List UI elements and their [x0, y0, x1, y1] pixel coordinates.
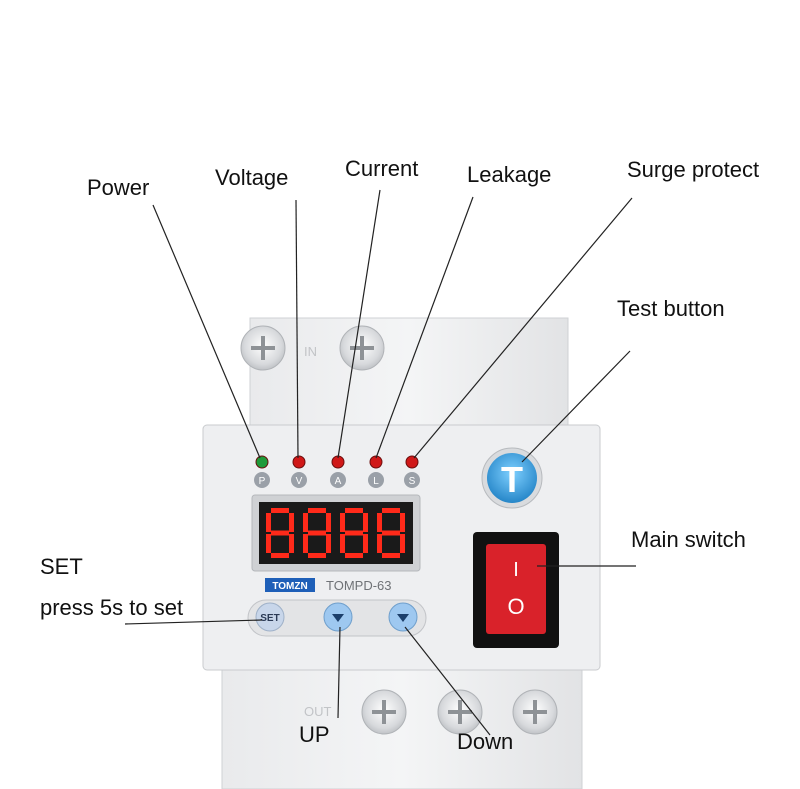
leader-down: [404, 626, 491, 736]
label-surge-protect: Surge protect: [627, 157, 760, 182]
indicator-badge-s: [404, 472, 420, 488]
indicator-letter-a: A: [335, 476, 342, 487]
digit-1-segment-6: [271, 530, 289, 536]
digit-2-segment-2: [326, 534, 331, 553]
down-key[interactable]: [388, 602, 418, 632]
digit-2-segment-3: [308, 553, 326, 558]
label-down: Down: [457, 729, 514, 754]
label-set: SET: [40, 554, 83, 579]
indicator-led-l: [369, 455, 383, 469]
switch-on-mark: I: [513, 559, 519, 581]
label-test-button: Test button: [617, 296, 725, 321]
digit-1-segment-2: [289, 534, 294, 553]
leader-up: [337, 626, 341, 719]
digit-2-segment-1: [326, 513, 331, 532]
leader-current: [337, 189, 381, 459]
digit-1-segment-0: [271, 508, 289, 513]
label-voltage: Voltage: [215, 165, 289, 190]
screw-out-1: [361, 689, 407, 735]
digit-3-segment-6: [345, 530, 363, 536]
digit-3-segment-1: [363, 513, 368, 532]
label-current: Current: [345, 156, 419, 181]
digit-4-segment-2: [400, 534, 405, 553]
digit-1-segment-5: [266, 513, 271, 532]
set-key-label: SET: [260, 613, 279, 624]
indicator-led-s: [405, 455, 419, 469]
indicator-badge-p: [254, 472, 270, 488]
leader-surge: [413, 197, 633, 459]
indicator-badge-l: [368, 472, 384, 488]
main-rocker-switch[interactable]: I O: [473, 532, 559, 648]
leader-voltage: [295, 199, 299, 459]
digit-2-segment-0: [308, 508, 326, 513]
digit-4-segment-1: [400, 513, 405, 532]
display-digits: [266, 508, 405, 558]
terminal-out-label: OUT: [304, 704, 332, 719]
model-label: TOMPD-63: [326, 578, 392, 593]
up-key[interactable]: [323, 602, 353, 632]
digit-1-segment-4: [266, 534, 271, 553]
digit-4-segment-4: [377, 534, 382, 553]
label-up: UP: [299, 722, 330, 747]
digit-2-segment-4: [303, 534, 308, 553]
switch-off-mark: O: [507, 594, 524, 619]
label-main-switch: Main switch: [631, 527, 746, 552]
arrow-down-icon: [332, 614, 344, 622]
screw-out-2: [437, 689, 483, 735]
set-key[interactable]: SET: [255, 602, 285, 632]
indicator-letter-p: P: [259, 476, 266, 487]
label-leakage: Leakage: [467, 162, 552, 187]
indicator-led-v: [292, 455, 306, 469]
digit-1-segment-1: [289, 513, 294, 532]
digit-2-segment-6: [308, 530, 326, 536]
leader-test: [521, 350, 631, 463]
terminal-in-label: IN: [304, 344, 317, 359]
indicator-letter-v: V: [296, 476, 303, 487]
digit-3-segment-0: [345, 508, 363, 513]
digit-4-segment-5: [377, 513, 382, 532]
digit-3-segment-4: [340, 534, 345, 553]
indicator-badge-a: [330, 472, 346, 488]
digit-4-segment-3: [382, 553, 400, 558]
brand-label: TOMZN: [272, 581, 307, 592]
label-set-hint: press 5s to set: [40, 595, 184, 620]
arrow-down-icon: [397, 614, 409, 622]
digit-3-segment-3: [345, 553, 363, 558]
indicator-led-p: [255, 455, 269, 469]
screw-out-3: [512, 689, 558, 735]
upper-housing: [249, 317, 569, 429]
digit-3-segment-2: [363, 534, 368, 553]
brand-plate: [265, 578, 315, 592]
digit-4-segment-0: [382, 508, 400, 513]
digit-4-segment-6: [382, 530, 400, 536]
leader-lines: [124, 189, 636, 736]
digit-2-segment-5: [303, 513, 308, 532]
test-key-label: T: [501, 459, 523, 500]
test-button[interactable]: T: [481, 447, 543, 509]
digit-3-segment-5: [340, 513, 345, 532]
indicator-letter-s: S: [409, 476, 416, 487]
leader-leakage: [375, 196, 474, 459]
leader-power: [152, 204, 261, 459]
screw-in-left: [240, 325, 286, 371]
label-power: Power: [87, 175, 150, 200]
indicator-letter-l: L: [373, 476, 379, 487]
digit-1-segment-3: [271, 553, 289, 558]
indicator-badge-v: [291, 472, 307, 488]
leader-set: [124, 619, 263, 625]
screw-in-right: [339, 325, 385, 371]
